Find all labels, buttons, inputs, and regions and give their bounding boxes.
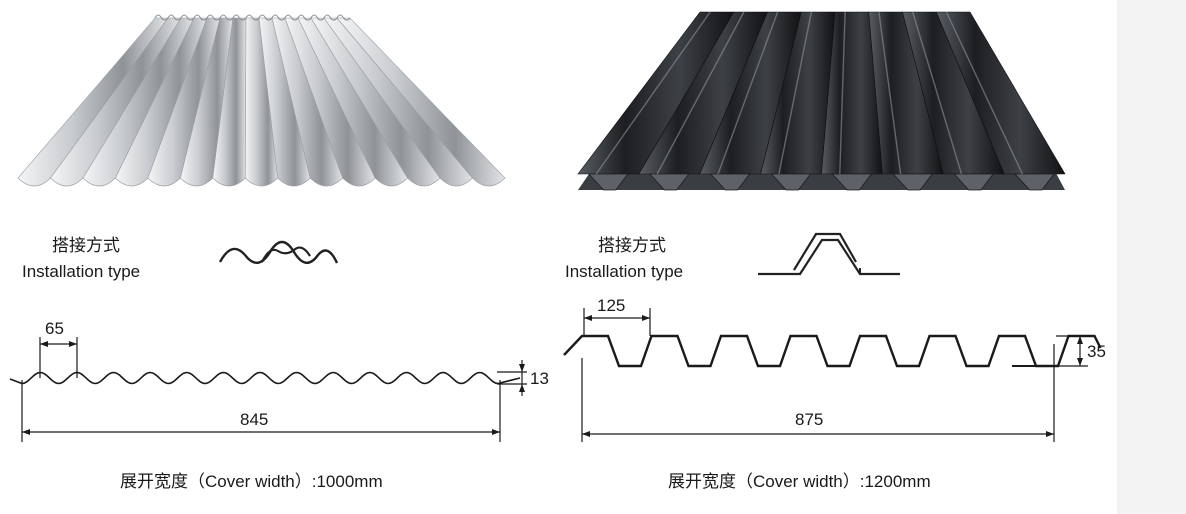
width-arrow-right [1046,431,1054,437]
sheet-trough [770,173,812,191]
sheet-trough [588,173,629,191]
install-wave-lower [218,240,339,264]
sheet-trough [1014,173,1055,191]
sheet-highlight [878,11,902,175]
width-arrow-right [492,429,500,435]
corrugated-dimension-lines [21,337,527,442]
cross-section-wave [9,371,521,385]
trapezoidal-cross-section [563,334,1102,368]
install-type-label-en: Installation type [565,262,684,281]
sheet-top-edge [154,14,351,21]
trapezoidal-sheet-panel: 搭接方式 Installation type 125 35 875 展开宽度（C… [560,0,1120,514]
pitch-arrow-right [69,341,77,347]
install-type-label-cn: 搭接方式 [52,236,120,255]
sheet-rib [935,11,1066,175]
cross-section-trapezoid [563,334,1102,368]
sheet-rib [336,17,506,187]
install-type-label-cn: 搭接方式 [598,236,666,255]
sheet-highlight [595,11,711,175]
sheet-trough [648,173,690,191]
height-arrow-top [519,364,525,372]
height-arrow-top [1077,336,1083,344]
sheet-highlight [656,11,745,175]
trapezoidal-sheet-image [577,11,1066,191]
install-wave-upper [261,246,311,263]
sheet-trough [709,173,751,191]
right-margin-strip [1117,0,1186,514]
install-trap-lower [758,238,900,276]
pitch-arrow-left [584,315,592,321]
width-dimension: 845 [240,410,269,429]
install-trap-upper [793,232,857,271]
corrugated-cross-section [9,371,521,385]
pitch-dimension: 65 [45,319,64,338]
corrugated-install-profile [218,240,339,264]
width-dimension: 875 [795,410,824,429]
sheet-highlight [717,11,779,175]
sheet-trough [892,173,934,191]
corrugated-sheet-drawing [9,14,527,442]
height-arrow-bottom [1077,358,1083,366]
width-arrow-left [582,431,590,437]
pitch-dimension: 125 [597,296,626,315]
cover-width-caption: 展开宽度（Cover width）:1200mm [668,472,931,491]
sheet-trough [831,173,873,191]
cover-width-caption: 展开宽度（Cover width）:1000mm [120,472,383,491]
height-arrow-bottom [519,384,525,392]
height-dimension: 35 [1087,342,1106,361]
corrugated-sheet-panel: 搭接方式 Installation type 65 13 845 展开宽度（Co… [0,0,580,514]
height-dimension: 13 [530,369,549,388]
sheet-highlight [945,11,1024,175]
pitch-arrow-left [40,341,48,347]
sheet-highlight [911,11,963,175]
width-arrow-left [22,429,30,435]
sheet-highlight [778,11,813,175]
trapezoidal-dimension-lines [581,308,1088,442]
pitch-arrow-right [642,315,650,321]
trapezoidal-install-profile [758,232,900,276]
install-type-label-en: Installation type [22,262,141,281]
sheet-highlight [839,11,846,175]
trapezoidal-sheet-drawing [563,11,1102,442]
corrugated-sheet-image [17,14,506,187]
sheet-trough [953,173,994,191]
